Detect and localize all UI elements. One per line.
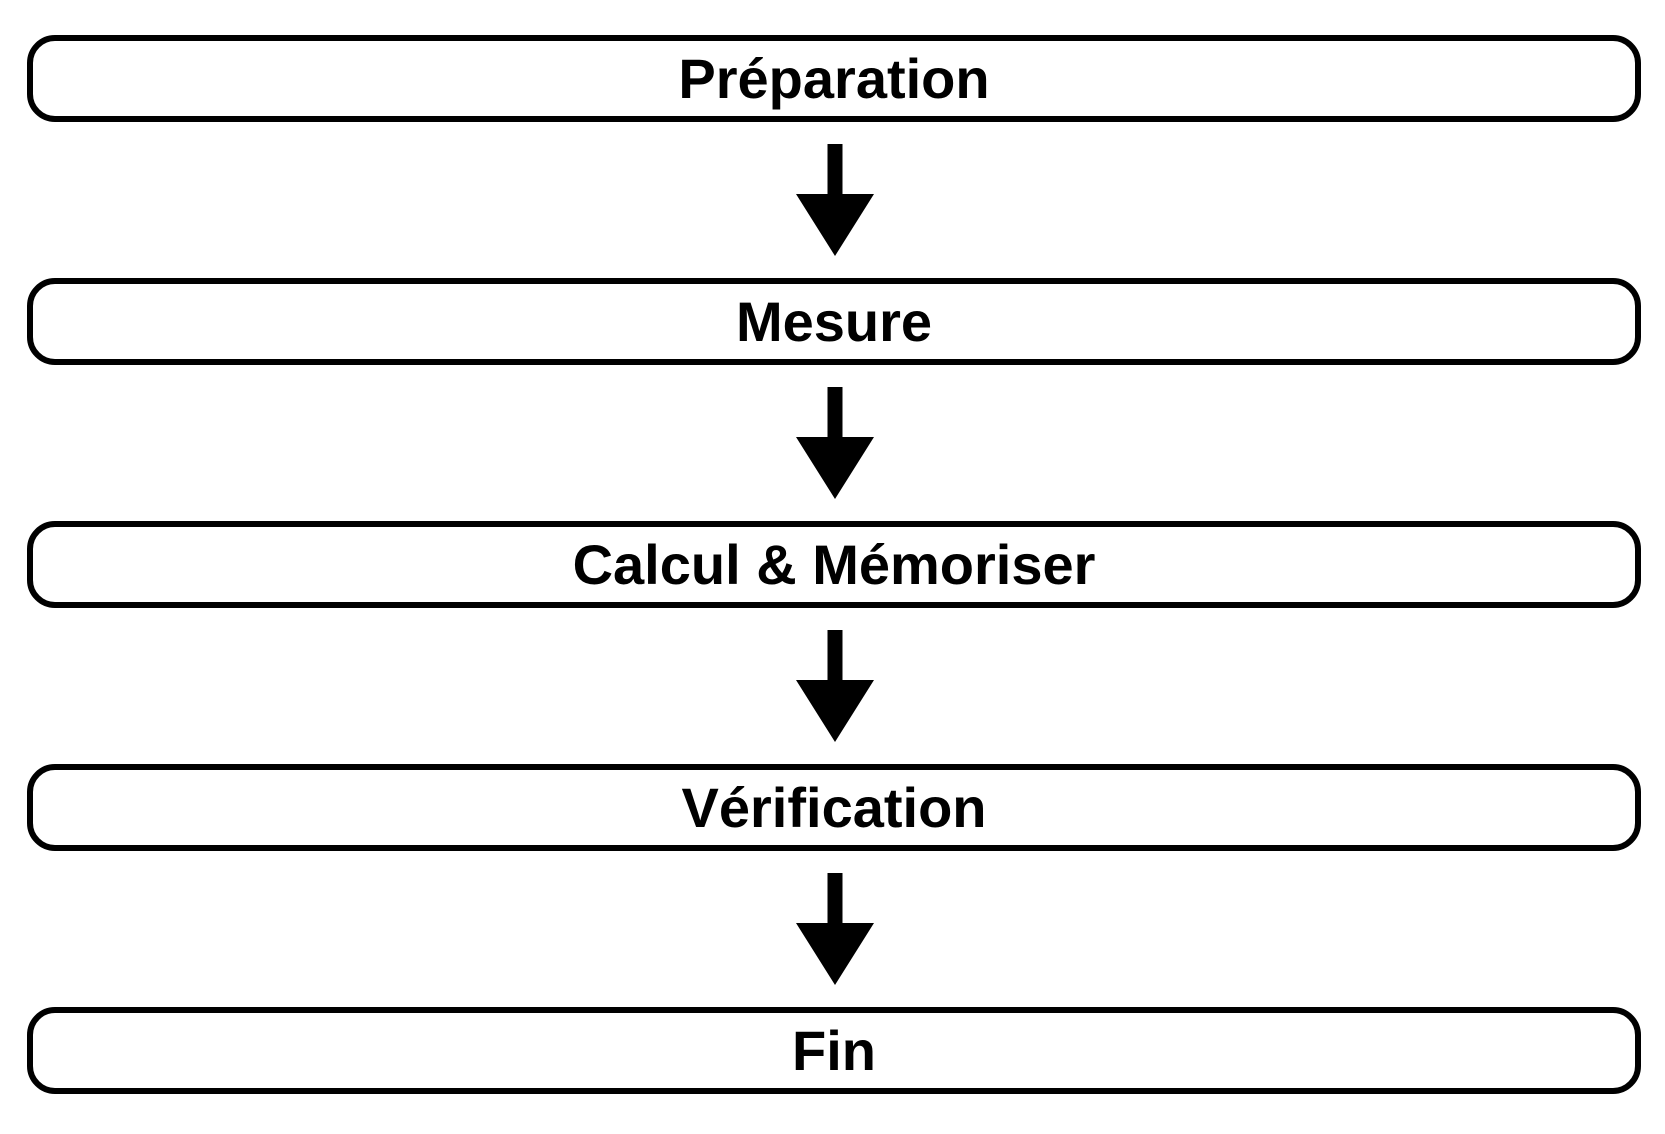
node-calcul-memoriser: Calcul & Mémoriser: [27, 521, 1641, 608]
arrow-down-icon: [796, 144, 874, 256]
arrow-down-icon: [796, 873, 874, 985]
node-fin: Fin: [27, 1007, 1641, 1094]
node-verification-label: Vérification: [681, 775, 987, 839]
node-verification: Vérification: [27, 764, 1641, 851]
arrow-down-icon: [796, 630, 874, 742]
node-preparation-label: Préparation: [678, 46, 990, 110]
arrow-down-icon: [796, 387, 874, 499]
node-preparation: Préparation: [27, 35, 1641, 122]
node-calcul-memoriser-label: Calcul & Mémoriser: [572, 532, 1096, 596]
node-fin-label: Fin: [792, 1018, 876, 1082]
node-mesure-label: Mesure: [735, 289, 933, 353]
node-mesure: Mesure: [27, 278, 1641, 365]
